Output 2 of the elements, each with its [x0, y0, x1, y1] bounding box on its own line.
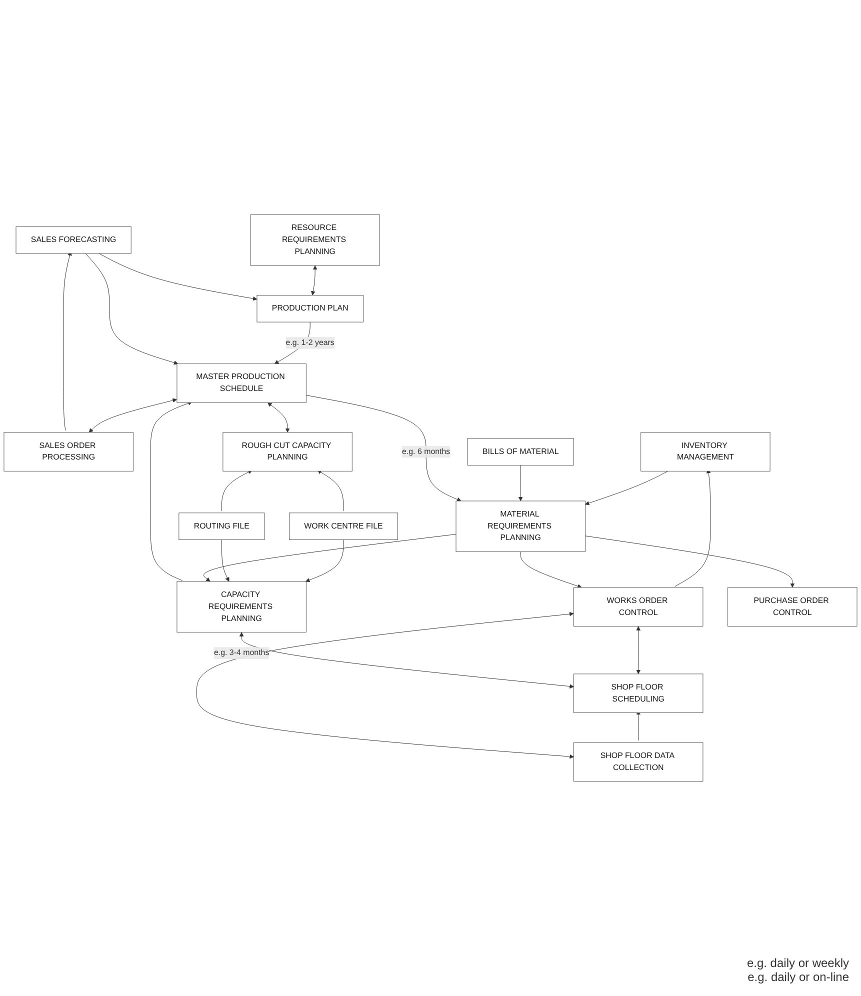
note-text: e.g. daily or weekly [746, 956, 849, 970]
note-text: e.g. daily or on-line [746, 970, 849, 984]
